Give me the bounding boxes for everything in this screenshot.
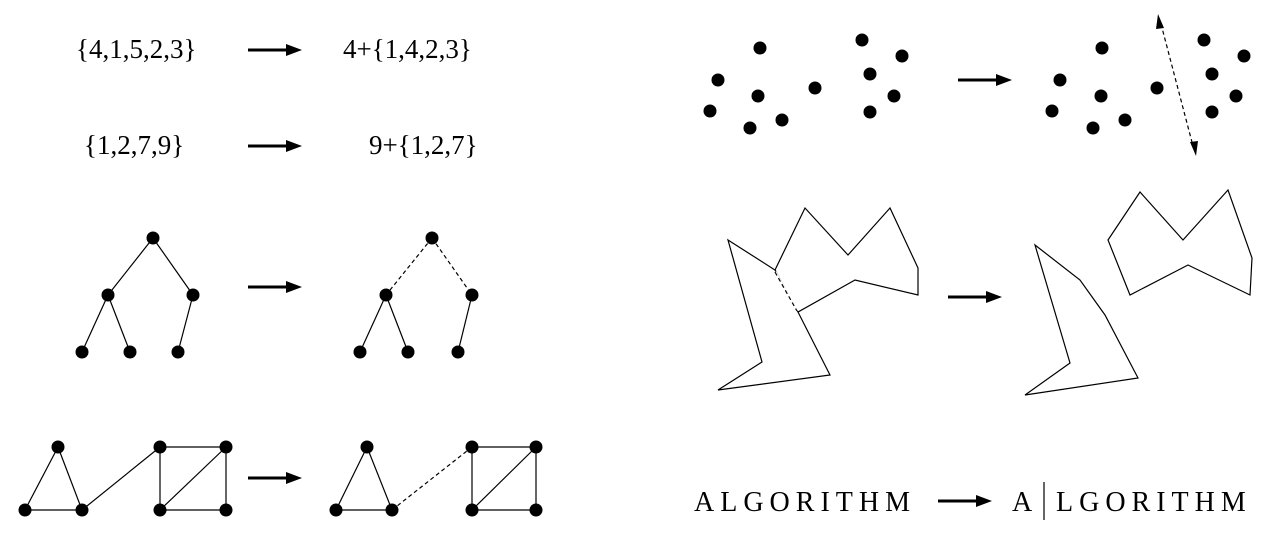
point-set-original bbox=[703, 33, 909, 135]
panel-point-set bbox=[703, 14, 1251, 156]
point bbox=[1229, 89, 1243, 103]
tree-node bbox=[101, 288, 115, 302]
tree-node bbox=[146, 231, 160, 245]
point-set-split bbox=[1045, 33, 1251, 135]
arrow-1 bbox=[248, 44, 302, 56]
point bbox=[751, 89, 765, 103]
tree-node bbox=[425, 231, 439, 245]
tree-original bbox=[75, 231, 200, 359]
graph-node bbox=[385, 503, 399, 517]
tree-node bbox=[465, 288, 479, 302]
point bbox=[1237, 49, 1251, 63]
point bbox=[887, 89, 901, 103]
set-original-2: {1,2,7,9} bbox=[84, 130, 184, 160]
panel-string: ALGORITHM A LGORITHM bbox=[694, 482, 1252, 520]
graph-split bbox=[329, 440, 543, 517]
polygon-right-part bbox=[774, 206, 919, 313]
tree-split bbox=[353, 231, 479, 359]
point bbox=[1205, 105, 1219, 119]
polygon-split bbox=[1024, 188, 1253, 396]
graph-node bbox=[465, 503, 479, 517]
set-split-1: 4+{1,4,2,3} bbox=[343, 34, 472, 64]
tree-node bbox=[401, 345, 415, 359]
graph-node bbox=[529, 440, 543, 454]
arrow-3 bbox=[958, 74, 1012, 86]
point bbox=[855, 33, 869, 47]
point bbox=[895, 49, 909, 63]
word-first-letter: A bbox=[1012, 487, 1038, 518]
panel-set-splitting: {4,1,5,2,3} 4+{1,4,2,3} {1,2,7,9} 9+{1,2… bbox=[76, 34, 478, 160]
point bbox=[1150, 81, 1164, 95]
point bbox=[1045, 104, 1059, 118]
tree-node bbox=[75, 345, 89, 359]
point bbox=[743, 121, 757, 135]
graph-node bbox=[219, 440, 233, 454]
polygon-original bbox=[717, 206, 919, 391]
graph-node bbox=[153, 503, 167, 517]
panel-graph bbox=[18, 440, 543, 517]
graph-node bbox=[75, 503, 89, 517]
tree-node bbox=[451, 345, 465, 359]
point bbox=[711, 73, 725, 87]
word-original: ALGORITHM bbox=[694, 487, 916, 518]
graph-node bbox=[529, 503, 543, 517]
arrow-5 bbox=[948, 291, 1002, 303]
separating-line bbox=[1156, 14, 1198, 156]
point bbox=[808, 81, 822, 95]
graph-node bbox=[219, 503, 233, 517]
tree-node bbox=[171, 345, 185, 359]
arrow-7 bbox=[938, 495, 992, 507]
tree-node bbox=[186, 288, 200, 302]
graph-node bbox=[18, 503, 32, 517]
panel-tree bbox=[75, 231, 479, 359]
point bbox=[1094, 89, 1108, 103]
point bbox=[1095, 41, 1109, 55]
polygon-piece-right bbox=[1107, 188, 1253, 296]
point bbox=[863, 67, 877, 81]
point bbox=[1118, 113, 1132, 127]
graph-node bbox=[465, 440, 479, 454]
point bbox=[1086, 121, 1100, 135]
point bbox=[753, 41, 767, 55]
set-split-2: 9+{1,2,7} bbox=[369, 130, 478, 160]
graph-original bbox=[18, 440, 233, 517]
point bbox=[863, 105, 877, 119]
graph-node bbox=[360, 440, 374, 454]
point bbox=[775, 113, 789, 127]
point bbox=[1197, 33, 1211, 47]
arrow-2 bbox=[248, 140, 302, 152]
arrow-4 bbox=[248, 281, 302, 293]
graph-node bbox=[329, 503, 343, 517]
point bbox=[1205, 67, 1219, 81]
set-original-1: {4,1,5,2,3} bbox=[76, 34, 196, 64]
word-rest: LGORITHM bbox=[1056, 487, 1252, 518]
graph-node bbox=[51, 440, 65, 454]
panel-polygon bbox=[717, 188, 1253, 396]
graph-node bbox=[153, 440, 167, 454]
tree-node bbox=[353, 345, 367, 359]
arrow-6 bbox=[248, 472, 302, 484]
tree-node bbox=[379, 288, 393, 302]
tree-node bbox=[123, 345, 137, 359]
point bbox=[1053, 73, 1067, 87]
point bbox=[703, 104, 717, 118]
polygon-piece-left bbox=[1024, 243, 1139, 396]
